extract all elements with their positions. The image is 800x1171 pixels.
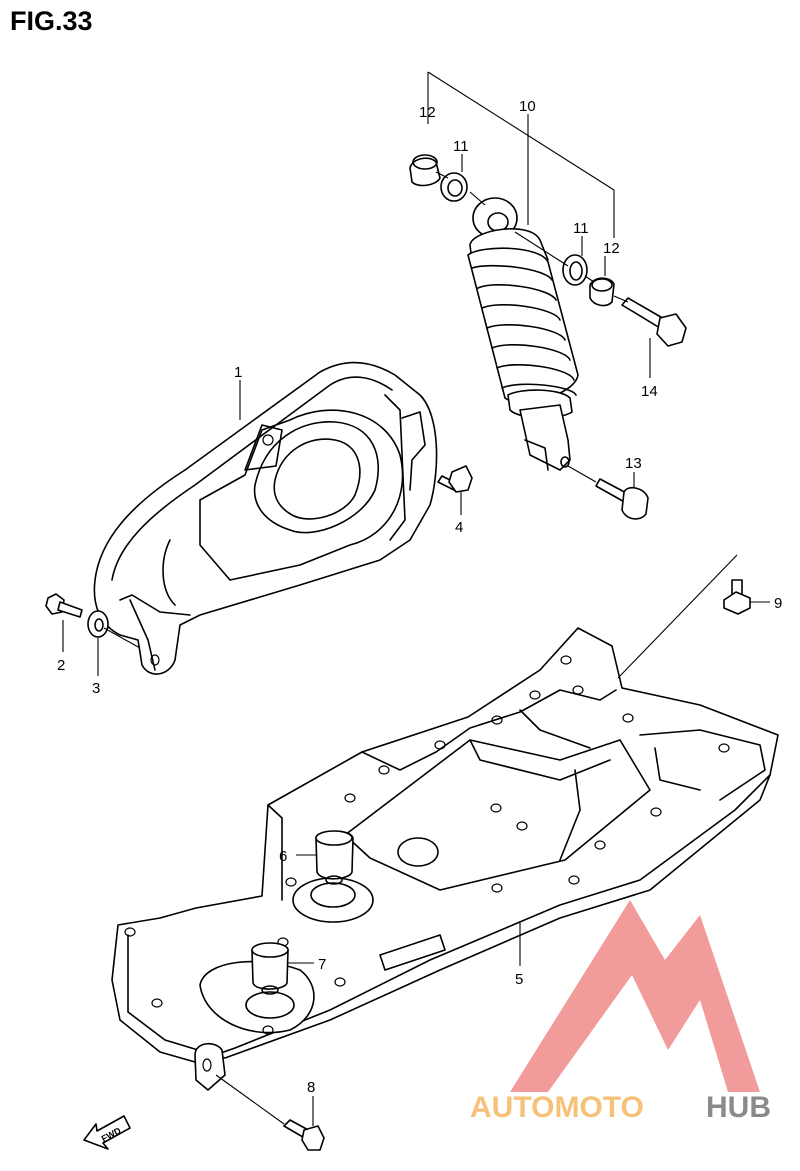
callout-11-upper: 11 xyxy=(453,138,469,155)
callout-11-lower: 11 xyxy=(573,220,589,237)
damper-6-part xyxy=(315,830,354,885)
nut-12-lower-part xyxy=(589,277,615,307)
callout-14: 14 xyxy=(641,383,658,400)
callout-12-upper: 12 xyxy=(419,104,436,121)
nut-12-upper-part xyxy=(409,154,441,187)
callout-8: 8 xyxy=(307,1079,315,1096)
bolt-9-part xyxy=(723,579,751,615)
callout-9: 9 xyxy=(774,595,782,612)
callout-2: 2 xyxy=(57,657,65,674)
callout-4: 4 xyxy=(455,519,463,536)
bolt-8-part xyxy=(283,1119,325,1151)
bolt-14-part xyxy=(621,297,687,347)
washer-3-part xyxy=(87,610,109,638)
assembly-lines xyxy=(103,71,738,1125)
logo-triangle-mark xyxy=(510,900,760,1092)
callout-12-lower: 12 xyxy=(603,240,620,257)
watermark-logo xyxy=(510,900,760,1092)
bolt-4-part xyxy=(437,465,473,493)
bolt-13-part xyxy=(595,478,649,520)
belt-cover-part xyxy=(93,361,438,675)
callout-13: 13 xyxy=(625,455,642,472)
callout-3: 3 xyxy=(92,680,100,697)
bolt-2-part xyxy=(45,593,83,618)
washer-11-upper-part xyxy=(440,172,468,202)
watermark-brand-2: HUB xyxy=(706,1091,771,1124)
damper-7-part xyxy=(251,942,289,995)
callout-7: 7 xyxy=(318,956,326,973)
callout-6: 6 xyxy=(279,848,287,865)
washer-11-lower-part xyxy=(562,254,588,286)
callout-labels: 1 2 3 4 5 6 7 8 9 10 11 11 12 12 13 14 xyxy=(57,98,782,1126)
callout-1: 1 xyxy=(234,364,242,381)
watermark-brand-1: AUTOMOTO xyxy=(470,1091,644,1124)
fwd-arrow: FWD xyxy=(83,1115,131,1150)
callout-10: 10 xyxy=(519,98,536,115)
callout-5: 5 xyxy=(515,971,523,988)
figure-title: FIG.33 xyxy=(10,6,93,36)
shock-absorber-part xyxy=(467,197,579,471)
